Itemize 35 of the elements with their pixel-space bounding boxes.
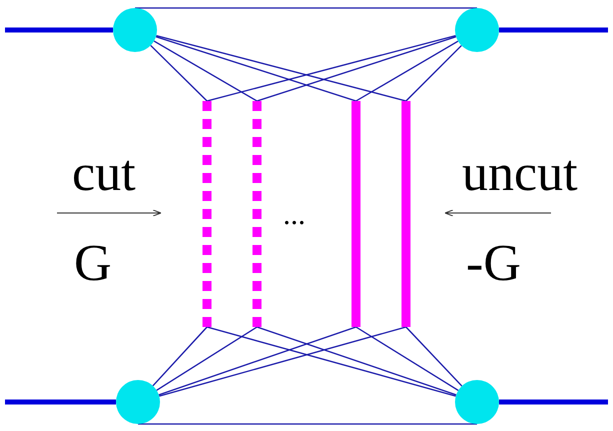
connector-line [5, 400, 116, 404]
connector-line [406, 45, 462, 102]
vertex-circle [113, 8, 157, 52]
connector-line [138, 423, 477, 425]
connector-line [156, 36, 356, 102]
connector-line [406, 326, 462, 386]
side-label: -G [466, 238, 521, 290]
connector-line [158, 326, 356, 396]
connector-line [206, 326, 456, 397]
dashed-line [252, 101, 262, 327]
vertex-circle [116, 380, 160, 424]
vertex-circle [455, 380, 499, 424]
connector-line [256, 36, 456, 102]
connector-line [156, 34, 406, 102]
connector-line [156, 326, 258, 391]
connector-line [356, 326, 459, 391]
side-label: uncut [462, 148, 578, 200]
connector-line [150, 44, 208, 102]
dashed-line [202, 101, 212, 327]
ellipsis: ... [283, 200, 306, 230]
connector-line [499, 400, 608, 404]
connector-line [499, 28, 608, 32]
connector-line [135, 7, 477, 9]
connector-line [154, 40, 258, 102]
connector-line [159, 326, 406, 397]
side-label: G [74, 238, 112, 290]
connector-line [152, 326, 208, 386]
connector-line [256, 326, 456, 396]
solid-line [402, 101, 410, 327]
connector-line [5, 28, 113, 32]
connector-line [356, 40, 458, 102]
side-label: cut [72, 148, 136, 200]
vertex-circle [455, 8, 499, 52]
solid-line [352, 101, 360, 327]
connector-line [206, 34, 456, 102]
